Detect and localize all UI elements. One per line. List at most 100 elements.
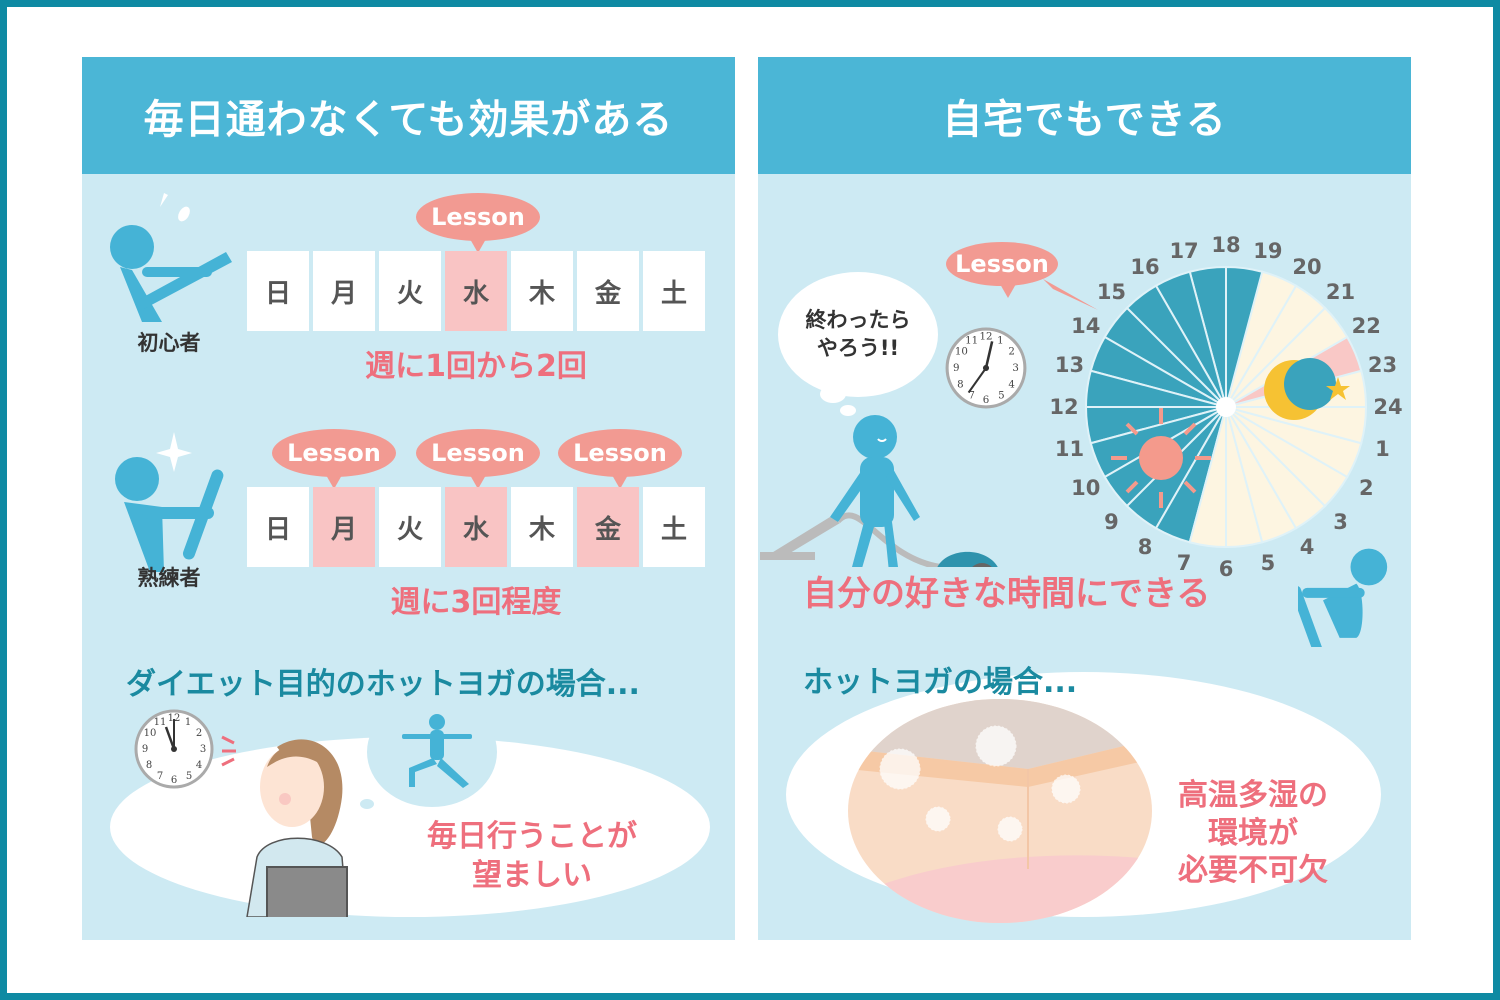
beginner-label: 初心者 <box>137 331 201 355</box>
hour-label: 16 <box>1130 254 1160 279</box>
hour-label: 19 <box>1253 238 1283 263</box>
yoga-pose-icon <box>402 714 472 788</box>
day-sun: 日 <box>247 251 309 331</box>
hour-label: 18 <box>1211 233 1241 257</box>
svg-text:5: 5 <box>186 771 192 782</box>
hour-label: 5 <box>1260 551 1276 576</box>
day-tue: 火 <box>379 487 441 567</box>
day-wed-lesson: 水 <box>445 487 507 567</box>
left-panel-title: 毎日通わなくても効果がある <box>82 57 735 174</box>
star-icon <box>1326 377 1350 400</box>
day-tue: 火 <box>379 251 441 331</box>
hour-label: 13 <box>1054 353 1085 378</box>
svg-text:11: 11 <box>154 717 167 728</box>
svg-text:3: 3 <box>1012 363 1019 374</box>
svg-text:2: 2 <box>196 728 202 739</box>
svg-text:4: 4 <box>196 760 202 771</box>
svg-text:11: 11 <box>965 335 978 346</box>
svg-text:12: 12 <box>168 713 181 724</box>
day-sat: 土 <box>643 251 705 331</box>
hotyoga-heading: ホットヨガの場合... <box>803 665 1078 700</box>
diet-note-line2: 望ましい <box>472 858 592 893</box>
beginner-figure-icon <box>110 193 232 322</box>
thought-line1: 終わったら <box>805 308 911 333</box>
hour-label: 14 <box>1071 314 1101 338</box>
thought-dot <box>820 385 846 403</box>
moon-icon <box>1264 358 1336 420</box>
expert-frequency: 週に3回程度 <box>390 585 562 620</box>
day-fri: 金 <box>577 251 639 331</box>
tagline: 自分の好きな時間にできる <box>803 574 1211 614</box>
svg-text:1: 1 <box>997 335 1004 346</box>
expert-week-calendar: 日 月 火 水 木 金 土 <box>247 487 705 567</box>
day-thu: 木 <box>511 487 573 567</box>
svg-text:7: 7 <box>968 391 975 402</box>
hour-label: 24 <box>1373 395 1403 419</box>
env-line1: 高温多湿の <box>1178 778 1328 813</box>
expert-figure-icon <box>115 432 224 572</box>
svg-text:8: 8 <box>146 760 152 771</box>
hour-label: 21 <box>1325 280 1356 305</box>
hour-label: 4 <box>1299 535 1315 560</box>
svg-text:4: 4 <box>1008 379 1015 390</box>
hour-label: 7 <box>1176 551 1192 576</box>
thought-line2: やろう!! <box>816 335 900 360</box>
lesson-bubble: Lesson <box>416 429 540 489</box>
hour-label: 1 <box>1375 436 1390 461</box>
alert-marks-icon <box>221 735 236 767</box>
lesson-bubble: Lesson <box>416 193 540 253</box>
hour-label: 12 <box>1049 395 1079 419</box>
right-panel-title: 自宅でもできる <box>758 57 1411 174</box>
svg-text:2: 2 <box>1008 347 1015 358</box>
env-line2: 環境が <box>1208 815 1298 851</box>
beginner-frequency: 週に1回から2回 <box>365 349 587 384</box>
hour-label: 23 <box>1367 353 1398 378</box>
environment-note: 高温多湿の 環境が 必要不可欠 <box>1153 777 1353 890</box>
hour-label: 10 <box>1071 476 1101 500</box>
hour-label: 22 <box>1351 314 1381 338</box>
day-wed-lesson: 水 <box>445 251 507 331</box>
svg-text:9: 9 <box>142 744 148 755</box>
svg-text:6: 6 <box>171 775 177 786</box>
diet-note-line1: 毎日行うことが <box>427 819 637 854</box>
day-mon: 月 <box>313 251 375 331</box>
hour-label: 8 <box>1137 535 1153 560</box>
svg-text:10: 10 <box>955 347 968 358</box>
hour-label: 20 <box>1292 254 1322 279</box>
thought-dot <box>360 799 374 809</box>
diet-note: 毎日行うことが 望ましい <box>382 817 682 895</box>
thought-dot <box>840 405 856 416</box>
hour-label: 9 <box>1104 509 1119 534</box>
svg-text:7: 7 <box>157 771 163 782</box>
hour-label: 11 <box>1054 436 1085 461</box>
day-thu: 木 <box>511 251 573 331</box>
svg-text:10: 10 <box>144 728 157 739</box>
thought-bubble: 終わったら やろう!! <box>778 272 938 397</box>
day-fri-lesson: 金 <box>577 487 639 567</box>
person-vacuuming-illustration <box>760 415 998 567</box>
svg-text:1: 1 <box>185 717 191 728</box>
diet-heading: ダイエット目的のホットヨガの場合... <box>126 667 640 702</box>
svg-text:5: 5 <box>998 391 1005 402</box>
env-line3: 必要不可欠 <box>1178 853 1328 888</box>
hour-label: 15 <box>1096 280 1127 305</box>
svg-text:6: 6 <box>983 395 990 406</box>
day-sat: 土 <box>643 487 705 567</box>
hour-label: 17 <box>1169 238 1199 263</box>
svg-text:12: 12 <box>979 331 992 342</box>
lesson-bubble: Lesson <box>558 429 682 489</box>
hour-label: 3 <box>1333 509 1348 534</box>
hour-label: 6 <box>1218 557 1234 581</box>
lesson-bubble: Lesson <box>946 242 1058 298</box>
svg-text:8: 8 <box>957 379 964 390</box>
day-sun: 日 <box>247 487 309 567</box>
svg-text:9: 9 <box>953 363 960 374</box>
yoga-pose-icon <box>1298 548 1388 647</box>
expert-label: 熟練者 <box>137 566 201 590</box>
left-panel: 毎日通わなくても効果がある 初心者 Lesson 日 月 火 水 木 金 土 週… <box>82 57 735 940</box>
wheel-segment <box>1225 265 1264 408</box>
daily-schedule-wheel <box>1084 265 1368 549</box>
